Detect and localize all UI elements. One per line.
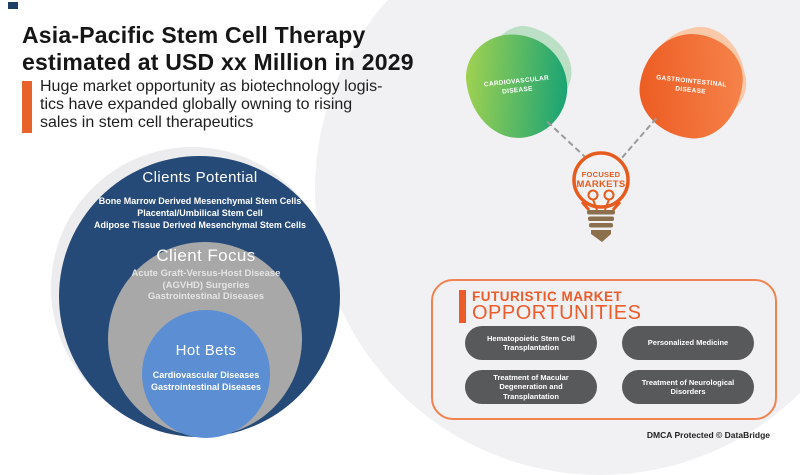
subtitle-line1: Huge market opportunity as biotechnology… [40, 78, 383, 95]
clients-potential-items: Bone Marrow Derived Mesenchymal Stem Cel… [55, 195, 345, 231]
panel-title-line1: FUTURISTIC MARKET [472, 289, 623, 304]
clients-item: Bone Marrow Derived Mesenchymal Stem Cel… [98, 196, 302, 206]
bulb-label-line2: MARKETS [576, 179, 625, 190]
subtitle-line3: sales in stem cell therapeutics [40, 113, 254, 131]
page-title-line2: estimated at USD xx Million in 2029 [22, 49, 414, 75]
pill-neurological-disorders: Treatment of Neurological Disorders [617, 370, 754, 410]
page-subtitle: Huge market opportunity as biotechnology… [40, 78, 382, 131]
clients-potential-title: Clients Potential [142, 169, 258, 186]
bulb-label-line1: FOCUSED [582, 170, 621, 179]
focus-item: (AGVHD) Surgeries [162, 279, 250, 291]
focus-item: Gastrointestinal Diseases [147, 291, 265, 302]
venn-ring-hot-bets [142, 310, 270, 438]
cardiovascular-blob-label: CARDIOVASCULAR DISEASE [483, 74, 550, 96]
hot-bets-title: Hot Bets [175, 342, 237, 359]
page-title-line1: Asia-Pacific Stem Cell Therapy [22, 22, 366, 48]
clients-item: Adipose Tissue Derived Mesenchymal Stem … [94, 220, 306, 230]
gastrointestinal-blob-label: GASTROINTESTINAL DISEASE [655, 74, 728, 96]
dmca-notice: DMCA Protected © DataBridge [646, 430, 770, 440]
pill-personalized-medicine: Personalized Medicine [617, 326, 754, 366]
clients-item: Placental/Umbilical Stem Cell [137, 208, 263, 218]
lightbulb-icon: FOCUSED MARKETS [572, 151, 630, 242]
pill-macular-degeneration: Treatment of Macular Degeneration and Tr… [460, 370, 597, 410]
hot-bets-item: Gastrointestinal Diseases [150, 382, 262, 392]
futuristic-market-panel: FUTURISTIC MARKET OPPORTUNITIES Hematopo… [431, 279, 777, 420]
focus-item: Acute Graft-Versus-Host Disease [131, 268, 281, 279]
page-title: Asia-Pacific Stem Cell Therapy estimated… [22, 22, 414, 76]
subtitle-accent-bar [22, 81, 32, 133]
client-focus-title: Client Focus [156, 246, 256, 265]
client-focus-items: Acute Graft-Versus-Host Disease (AGVHD) … [106, 268, 306, 303]
corner-decoration [8, 2, 18, 9]
bulb-base [587, 210, 615, 242]
hot-bets-items: Cardiovascular Diseases Gastrointestinal… [106, 369, 306, 393]
panel-accent-bar [459, 290, 466, 323]
hot-bets-item: Cardiovascular Diseases [152, 370, 260, 380]
subtitle-line2: tics have expanded globally owning to ri… [40, 95, 353, 113]
panel-title-line2: OPPORTUNITIES [472, 302, 642, 324]
pill-hematopoietic: Hematopoietic Stem Cell Transplantation [460, 326, 597, 366]
